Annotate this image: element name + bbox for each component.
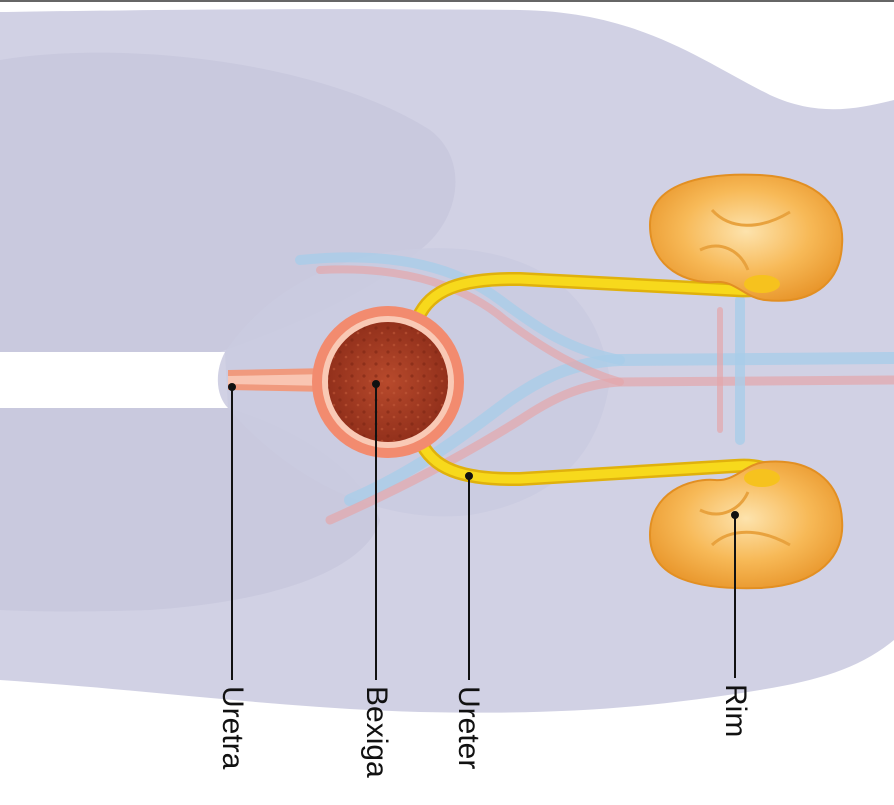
leader-dot-rim [732, 512, 738, 518]
bladder [312, 306, 464, 458]
label-rim: Rim [718, 684, 752, 737]
label-uretra: Uretra [215, 686, 249, 769]
leader-dot-ureter [466, 473, 472, 479]
leader-dot-bexiga [373, 381, 379, 387]
leader-dot-uretra [229, 384, 235, 390]
leg-gap [0, 352, 228, 408]
label-bexiga: Bexiga [359, 686, 393, 778]
label-ureter: Ureter [451, 686, 485, 769]
